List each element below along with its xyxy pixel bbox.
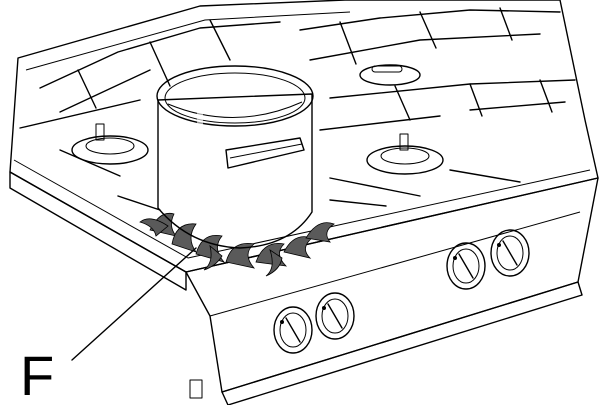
callout-label: F — [20, 344, 54, 405]
knob-front-1[interactable] — [273, 306, 313, 354]
callout-f: F — [20, 247, 197, 405]
stock-pot — [156, 65, 314, 249]
burner-rear-right — [359, 64, 421, 86]
burner-right — [366, 133, 444, 175]
knob-front-3[interactable] — [446, 242, 486, 290]
control-panel — [185, 177, 599, 405]
cooktop-body — [9, 0, 599, 291]
knob-front-4[interactable] — [490, 229, 530, 277]
callout-leader-line — [71, 247, 197, 361]
pot-grates — [19, 7, 576, 211]
knob-front-2[interactable] — [315, 292, 355, 340]
burner-flames — [139, 212, 335, 277]
burner-rear-left — [71, 123, 149, 165]
